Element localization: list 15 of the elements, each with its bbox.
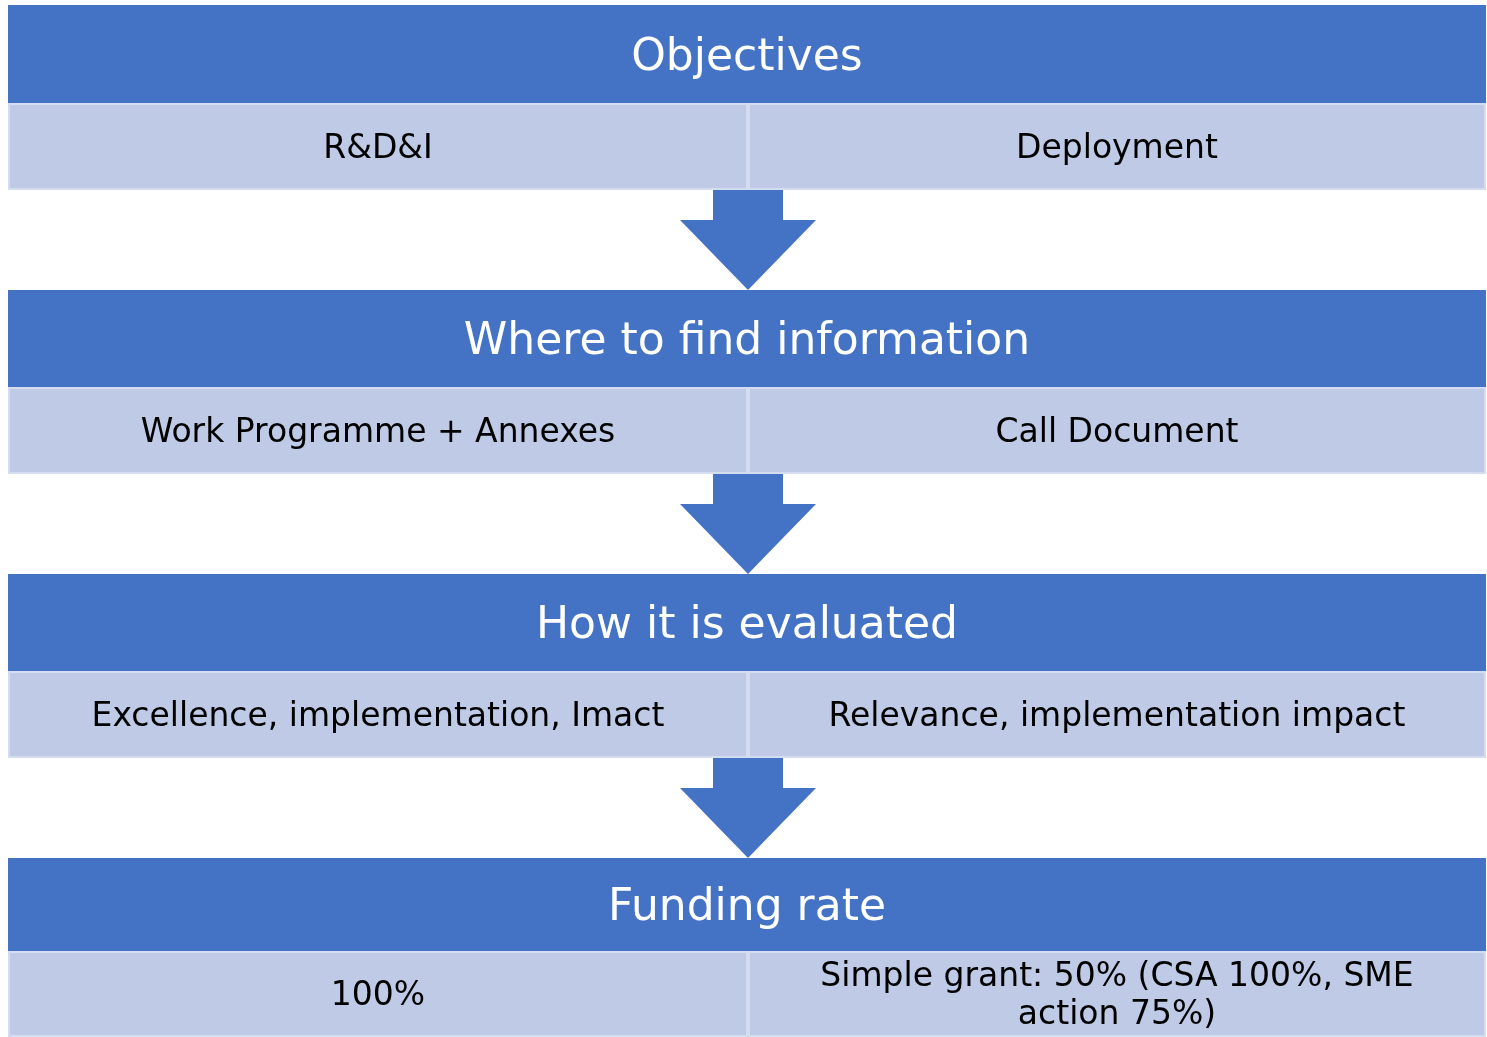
content-cell: Relevance, implementation impact (748, 671, 1486, 758)
content-cell: 100% (8, 951, 748, 1037)
content-cell: Call Document (748, 387, 1486, 474)
content-cell: Excellence, implementation, Imact (8, 671, 748, 758)
block-arrow (680, 190, 816, 290)
content-cell: Simple grant: 50% (CSA 100%, SME action 75%) (748, 951, 1486, 1037)
content-cell: R&D&I (8, 103, 748, 190)
content-cell: Deployment (748, 103, 1486, 190)
content-cell: Work Programme + Annexes (8, 387, 748, 474)
block-arrow (680, 758, 816, 858)
section-header: Where to find information (8, 290, 1486, 387)
block-arrow (680, 474, 816, 574)
section-header: Funding rate (8, 858, 1486, 951)
section-header: Objectives (8, 5, 1486, 103)
section-header: How it is evaluated (8, 574, 1486, 671)
